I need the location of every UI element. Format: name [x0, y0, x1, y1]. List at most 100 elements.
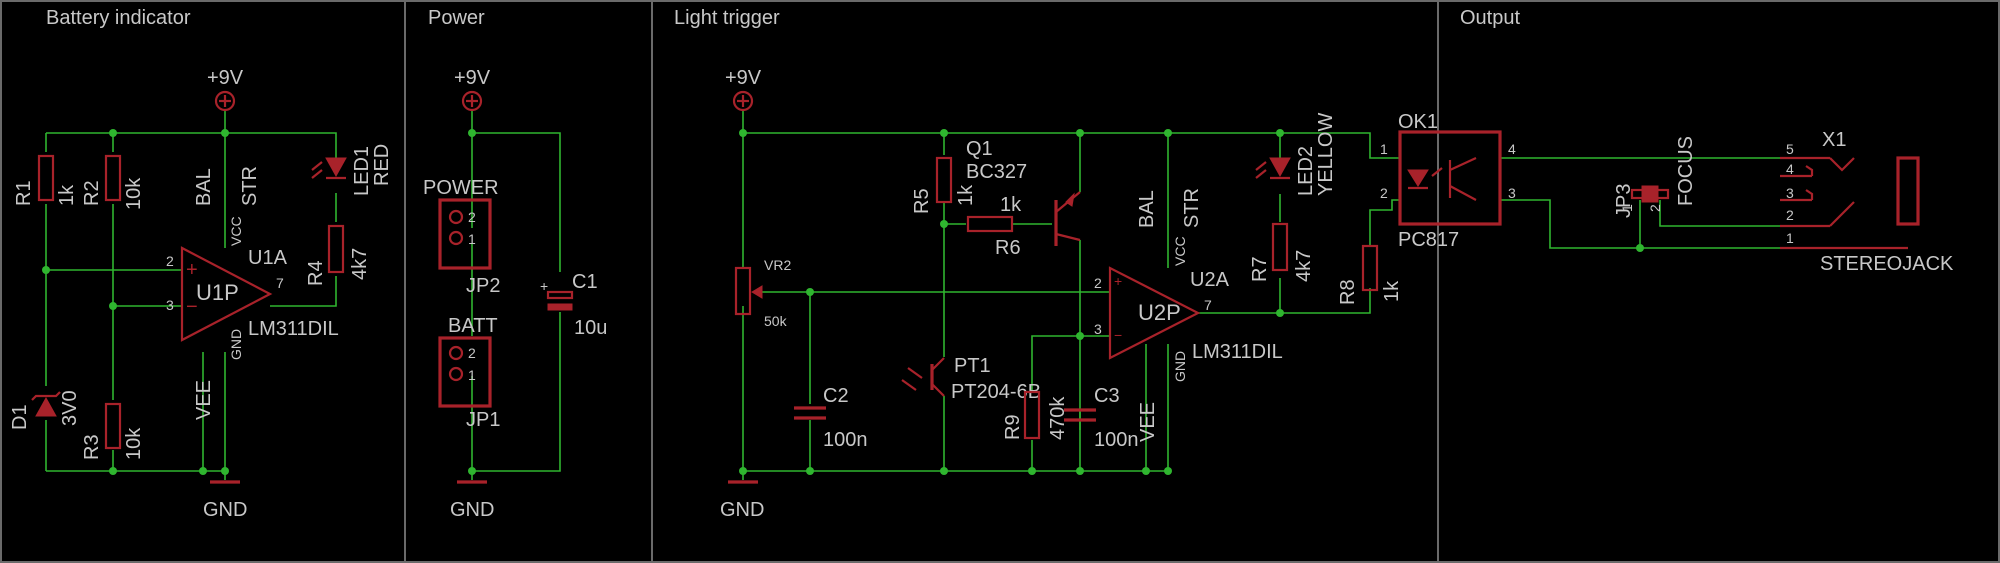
c2-label: C2	[823, 385, 849, 407]
r9-value: 470k	[1047, 396, 1069, 440]
jp2-label: JP2	[466, 275, 500, 297]
x1-stereojack	[1780, 156, 1920, 250]
u1-pin3: 3	[166, 297, 174, 313]
section-battery-title: Battery indicator	[46, 7, 191, 29]
r1-value: 1k	[56, 184, 78, 206]
d1-label: D1	[9, 404, 31, 430]
gnd-label: GND	[203, 499, 247, 521]
power-gnd-label: GND	[450, 499, 494, 521]
r2-value: 10k	[123, 177, 145, 210]
jp1-pin1: 1	[468, 367, 476, 383]
r7-label: R7	[1249, 256, 1271, 282]
jp2-pin1: 1	[468, 231, 476, 247]
u2-comparator	[1108, 266, 1201, 360]
r4-label: R4	[305, 260, 327, 286]
pt1-label: PT1	[954, 355, 991, 377]
jp2-title: POWER	[423, 177, 499, 199]
c1-label: C1	[572, 271, 598, 293]
r9-label: R9	[1002, 414, 1024, 440]
power-vcc-label: +9V	[454, 67, 491, 89]
c3-value: 100n	[1094, 429, 1139, 451]
r4-resistor	[327, 224, 345, 274]
r6-value: 1k	[1000, 194, 1022, 216]
vr2-label: VR2	[764, 257, 791, 273]
c1-value: 10u	[574, 317, 607, 339]
x1-pin5: 5	[1786, 141, 1794, 157]
ok1-label: OK1	[1398, 111, 1438, 133]
u2-part: LM311DIL	[1192, 341, 1283, 363]
r6-resistor	[966, 215, 1014, 233]
vr2-potentiometer	[734, 266, 752, 316]
led2-label: LED2	[1295, 146, 1317, 196]
jp3-pin2: 2	[1647, 204, 1663, 212]
ok1-pin3: 3	[1508, 185, 1516, 201]
section-light-title: Light trigger	[674, 7, 780, 29]
ok1-part: PC817	[1398, 229, 1459, 251]
u1-comparator	[180, 246, 273, 342]
u2-vcc: VCC	[1172, 236, 1188, 266]
led1	[325, 157, 347, 178]
r8-value: 1k	[1381, 280, 1403, 302]
x1-part: STEREOJACK	[1820, 253, 1954, 275]
output-circuit: 1 2 4 3 OK1 PC817 JP3 FOCUS 1 2 5 4 3 2 …	[1380, 111, 1954, 275]
battery-indicator-circuit: +9V GND R1 1k R2 10k R3 10k D1 3V0 2 3 7…	[9, 67, 393, 521]
jp2-pin2: 2	[468, 209, 476, 225]
u1p-label: U1P	[196, 280, 239, 305]
u1-part: LM311DIL	[248, 318, 339, 340]
svg-text:+: +	[540, 278, 548, 294]
r1-resistor	[37, 154, 55, 202]
x1-pin2: 2	[1786, 207, 1794, 223]
jp3-label: JP3	[1613, 184, 1635, 218]
jp1-title: BATT	[448, 315, 498, 337]
u1-bal: BAL	[193, 168, 215, 206]
r7-value: 4k7	[1293, 250, 1315, 282]
r5-label: R5	[911, 188, 933, 214]
x1-label: X1	[1822, 129, 1846, 151]
jp3-pin1: 1	[1619, 204, 1635, 212]
u1-str: STR	[239, 166, 261, 206]
d1-value: 3V0	[59, 390, 81, 426]
led1-value: RED	[371, 144, 393, 186]
x1-pin3: 3	[1786, 185, 1794, 201]
ok1-pin2: 2	[1380, 185, 1388, 201]
vr2-value: 50k	[764, 313, 788, 329]
svg-text:−: −	[186, 296, 198, 318]
pt1-part: PT204-6B	[951, 381, 1041, 403]
r2-label: R2	[81, 180, 103, 206]
svg-text:+: +	[1114, 273, 1122, 289]
u2-str: STR	[1181, 188, 1203, 228]
ok1-optocoupler	[1398, 130, 1502, 226]
c3-label: C3	[1094, 385, 1120, 407]
jp1-label: JP1	[466, 409, 500, 431]
u1-vcc: VCC	[228, 216, 244, 246]
r9-resistor	[1023, 390, 1041, 440]
u2-pin2: 2	[1094, 275, 1102, 291]
u2-pin3: 3	[1094, 321, 1102, 337]
led2-value: YELLOW	[1315, 113, 1337, 196]
light-vcc-label: +9V	[725, 67, 762, 89]
u1-pin7: 7	[276, 275, 284, 291]
r8-resistor	[1361, 244, 1379, 292]
r3-label: R3	[81, 434, 103, 460]
jp1-pin2: 2	[468, 345, 476, 361]
r2-resistor	[104, 154, 122, 202]
r6-label: R6	[995, 237, 1021, 259]
vcc-symbol	[214, 90, 236, 112]
r5-value: 1k	[955, 184, 977, 206]
c1-capacitor	[546, 290, 574, 300]
svg-text:+: +	[186, 259, 198, 281]
u2-pin7: 7	[1204, 297, 1212, 313]
power-circuit: +9V GND 2 1 POWER JP2 2 1 BATT JP1 + C1 …	[423, 67, 607, 521]
u2-gnd-pin: GND	[1172, 351, 1188, 382]
r1-label: R1	[13, 180, 35, 206]
section-output-title: Output	[1460, 7, 1520, 29]
u1-vee: VEE	[193, 380, 215, 420]
x1-pin4: 4	[1786, 161, 1794, 177]
led1-label: LED1	[351, 146, 373, 196]
c2-value: 100n	[823, 429, 868, 451]
u2a-label: U2A	[1190, 269, 1230, 291]
u1-pin2: 2	[166, 253, 174, 269]
u1-gnd-pin: GND	[228, 329, 244, 360]
